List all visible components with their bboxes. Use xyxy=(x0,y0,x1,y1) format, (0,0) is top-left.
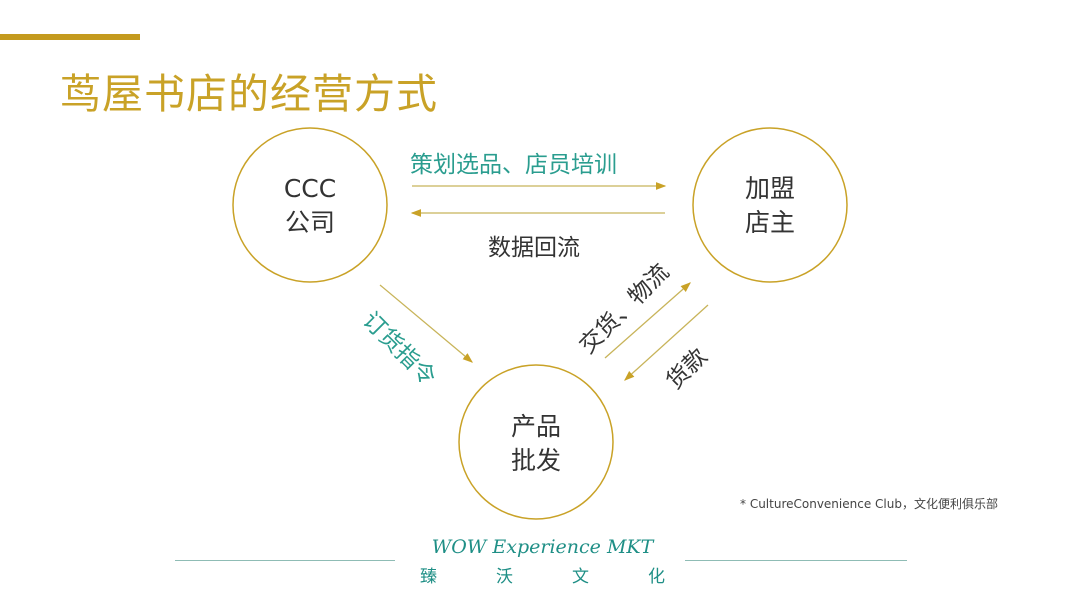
node-wholesale-line2: 批发 xyxy=(510,446,561,475)
footer-line-left xyxy=(175,560,395,561)
arrow-delivery xyxy=(604,282,691,359)
footnote: * CultureConvenience Club，文化便利俱乐部 xyxy=(740,497,998,511)
footer-brand: WOW Experience MKT xyxy=(431,536,654,558)
footer-char: 臻 xyxy=(420,567,437,587)
node-wholesale: 产品 批发 xyxy=(459,410,613,478)
edge-label-data-flow: 数据回流 xyxy=(488,235,580,261)
edge-label-planning: 策划选品、店员培训 xyxy=(410,152,617,178)
footer-line-right xyxy=(685,560,907,561)
node-franchise-line2: 店主 xyxy=(744,208,795,237)
node-franchise-line1: 加盟 xyxy=(744,174,795,203)
node-franchise: 加盟 店主 xyxy=(693,172,847,240)
footer-char: 化 xyxy=(648,567,665,587)
node-ccc-line2: 公司 xyxy=(284,208,335,237)
node-ccc-line1: CCC xyxy=(283,174,337,203)
node-circle-wholesale xyxy=(458,364,614,520)
node-circle-ccc xyxy=(232,127,388,283)
footer-brand-cn: 臻 沃 文 化 xyxy=(420,562,665,587)
node-circle-franchise xyxy=(692,127,848,283)
arrow-payment xyxy=(624,304,709,381)
page-title: 茑屋书店的经营方式 xyxy=(60,70,438,118)
footer-char: 沃 xyxy=(496,567,513,587)
node-ccc: CCC 公司 xyxy=(233,172,387,240)
node-wholesale-line1: 产品 xyxy=(510,412,561,441)
footer-char: 文 xyxy=(572,567,589,587)
accent-bar xyxy=(0,34,140,40)
arrow-order xyxy=(379,284,473,363)
